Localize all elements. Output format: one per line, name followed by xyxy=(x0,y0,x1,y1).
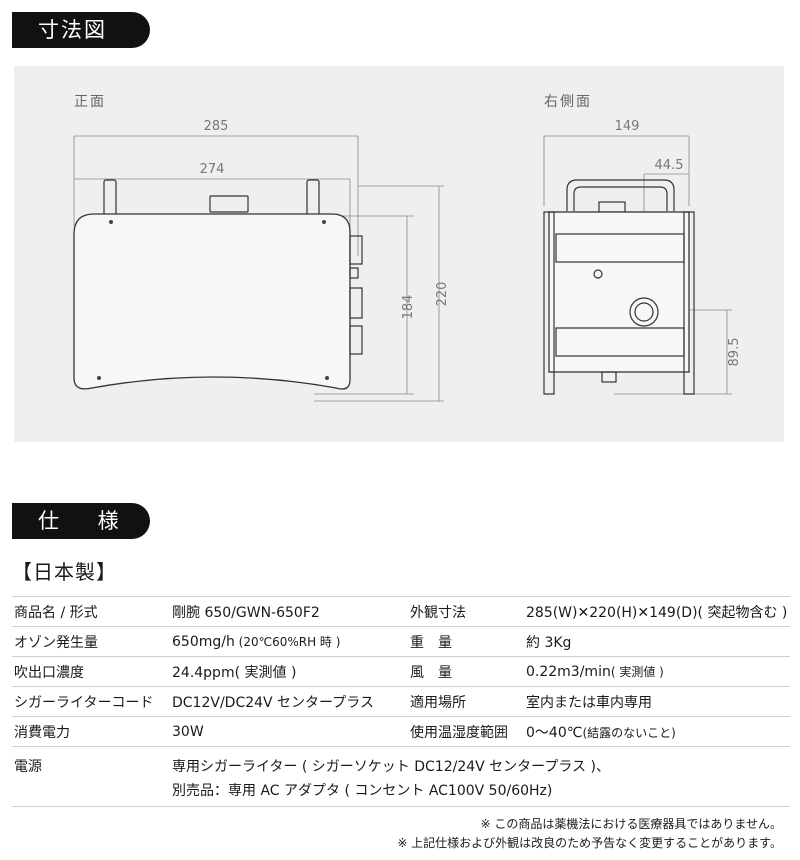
table-row: 電源 専用シガーライター ( シガーソケット DC12/24V センタープラス … xyxy=(12,746,790,807)
spec-value: 285(W)✕220(H)✕149(D)( 突起物含む ) xyxy=(526,596,790,627)
spec-value: 剛腕 650/GWN-650F2 xyxy=(172,596,408,627)
table-row: 商品名 / 形式 剛腕 650/GWN-650F2 外観寸法 285(W)✕22… xyxy=(12,596,790,627)
spec-label: 適用場所 xyxy=(408,686,526,717)
spec-table: 商品名 / 形式 剛腕 650/GWN-650F2 外観寸法 285(W)✕22… xyxy=(12,596,790,807)
dimension-drawing-header: 寸法図 xyxy=(12,12,150,48)
notes: ※ この商品は薬機法における医療器具ではありません。 ※ 上記仕様および外観は改… xyxy=(397,815,782,853)
note-2: ※ 上記仕様および外観は改良のため予告なく変更することがあります。 xyxy=(397,836,782,850)
table-row: オゾン発生量 650mg/h (20℃60%RH 時 ) 重 量 約 3Kg xyxy=(12,626,790,657)
spec-value: 専用シガーライター ( シガーソケット DC12/24V センタープラス )、 … xyxy=(172,746,790,807)
dimension-drawing: 正面 285 274 184 220 右側面 xyxy=(14,66,784,442)
spec-label: シガーライターコード xyxy=(12,686,172,717)
spec-value: 30W xyxy=(172,716,408,747)
spec-label: 重 量 xyxy=(408,626,526,657)
power-line-1: 専用シガーライター ( シガーソケット DC12/24V センタープラス )、 xyxy=(172,759,610,775)
dim-front-height-overall: 220 xyxy=(435,282,450,307)
spec-label: オゾン発生量 xyxy=(12,626,172,657)
dim-side-outlet-height: 89.5 xyxy=(727,338,742,367)
dim-front-height-body: 184 xyxy=(401,295,416,320)
spec-value: 24.4ppm( 実測値 ) xyxy=(172,656,408,687)
spec-label: 消費電力 xyxy=(12,716,172,747)
spec-value: 0〜40℃(結露のないこと) xyxy=(526,716,790,747)
front-view-label: 正面 xyxy=(74,94,106,110)
spec-value: 0.22m3/min( 実測値 ) xyxy=(526,656,790,687)
note-1: ※ この商品は薬機法における医療器具ではありません。 xyxy=(480,817,782,831)
spec-value: DC12V/DC24V センタープラス xyxy=(172,686,408,717)
spec-label: 風 量 xyxy=(408,656,526,687)
spec-label: 商品名 / 形式 xyxy=(12,596,172,627)
table-row: 消費電力 30W 使用温湿度範囲 0〜40℃(結露のないこと) xyxy=(12,716,790,747)
spec-header: 仕 様 xyxy=(12,503,150,539)
spec-label: 吹出口濃度 xyxy=(12,656,172,687)
spec-value: 室内または車内専用 xyxy=(526,686,790,717)
spec-value: 約 3Kg xyxy=(526,626,790,657)
dim-front-width-overall: 285 xyxy=(204,119,229,134)
spec-label: 電源 xyxy=(12,746,172,807)
made-in-japan: 【日本製】 xyxy=(12,560,117,584)
dim-side-outlet-offset: 44.5 xyxy=(655,158,684,173)
spec-label: 使用温湿度範囲 xyxy=(408,716,526,747)
spec-value: 650mg/h (20℃60%RH 時 ) xyxy=(172,626,408,657)
dim-front-width-body: 274 xyxy=(200,162,225,177)
spec-label: 外観寸法 xyxy=(408,596,526,627)
table-row: 吹出口濃度 24.4ppm( 実測値 ) 風 量 0.22m3/min( 実測値… xyxy=(12,656,790,687)
table-row: シガーライターコード DC12V/DC24V センタープラス 適用場所 室内また… xyxy=(12,686,790,717)
side-view-label: 右側面 xyxy=(544,94,592,110)
power-line-2: 別売品：専用 AC アダプタ ( コンセント AC100V 50/60Hz) xyxy=(172,783,553,799)
dim-side-depth: 149 xyxy=(615,119,640,134)
